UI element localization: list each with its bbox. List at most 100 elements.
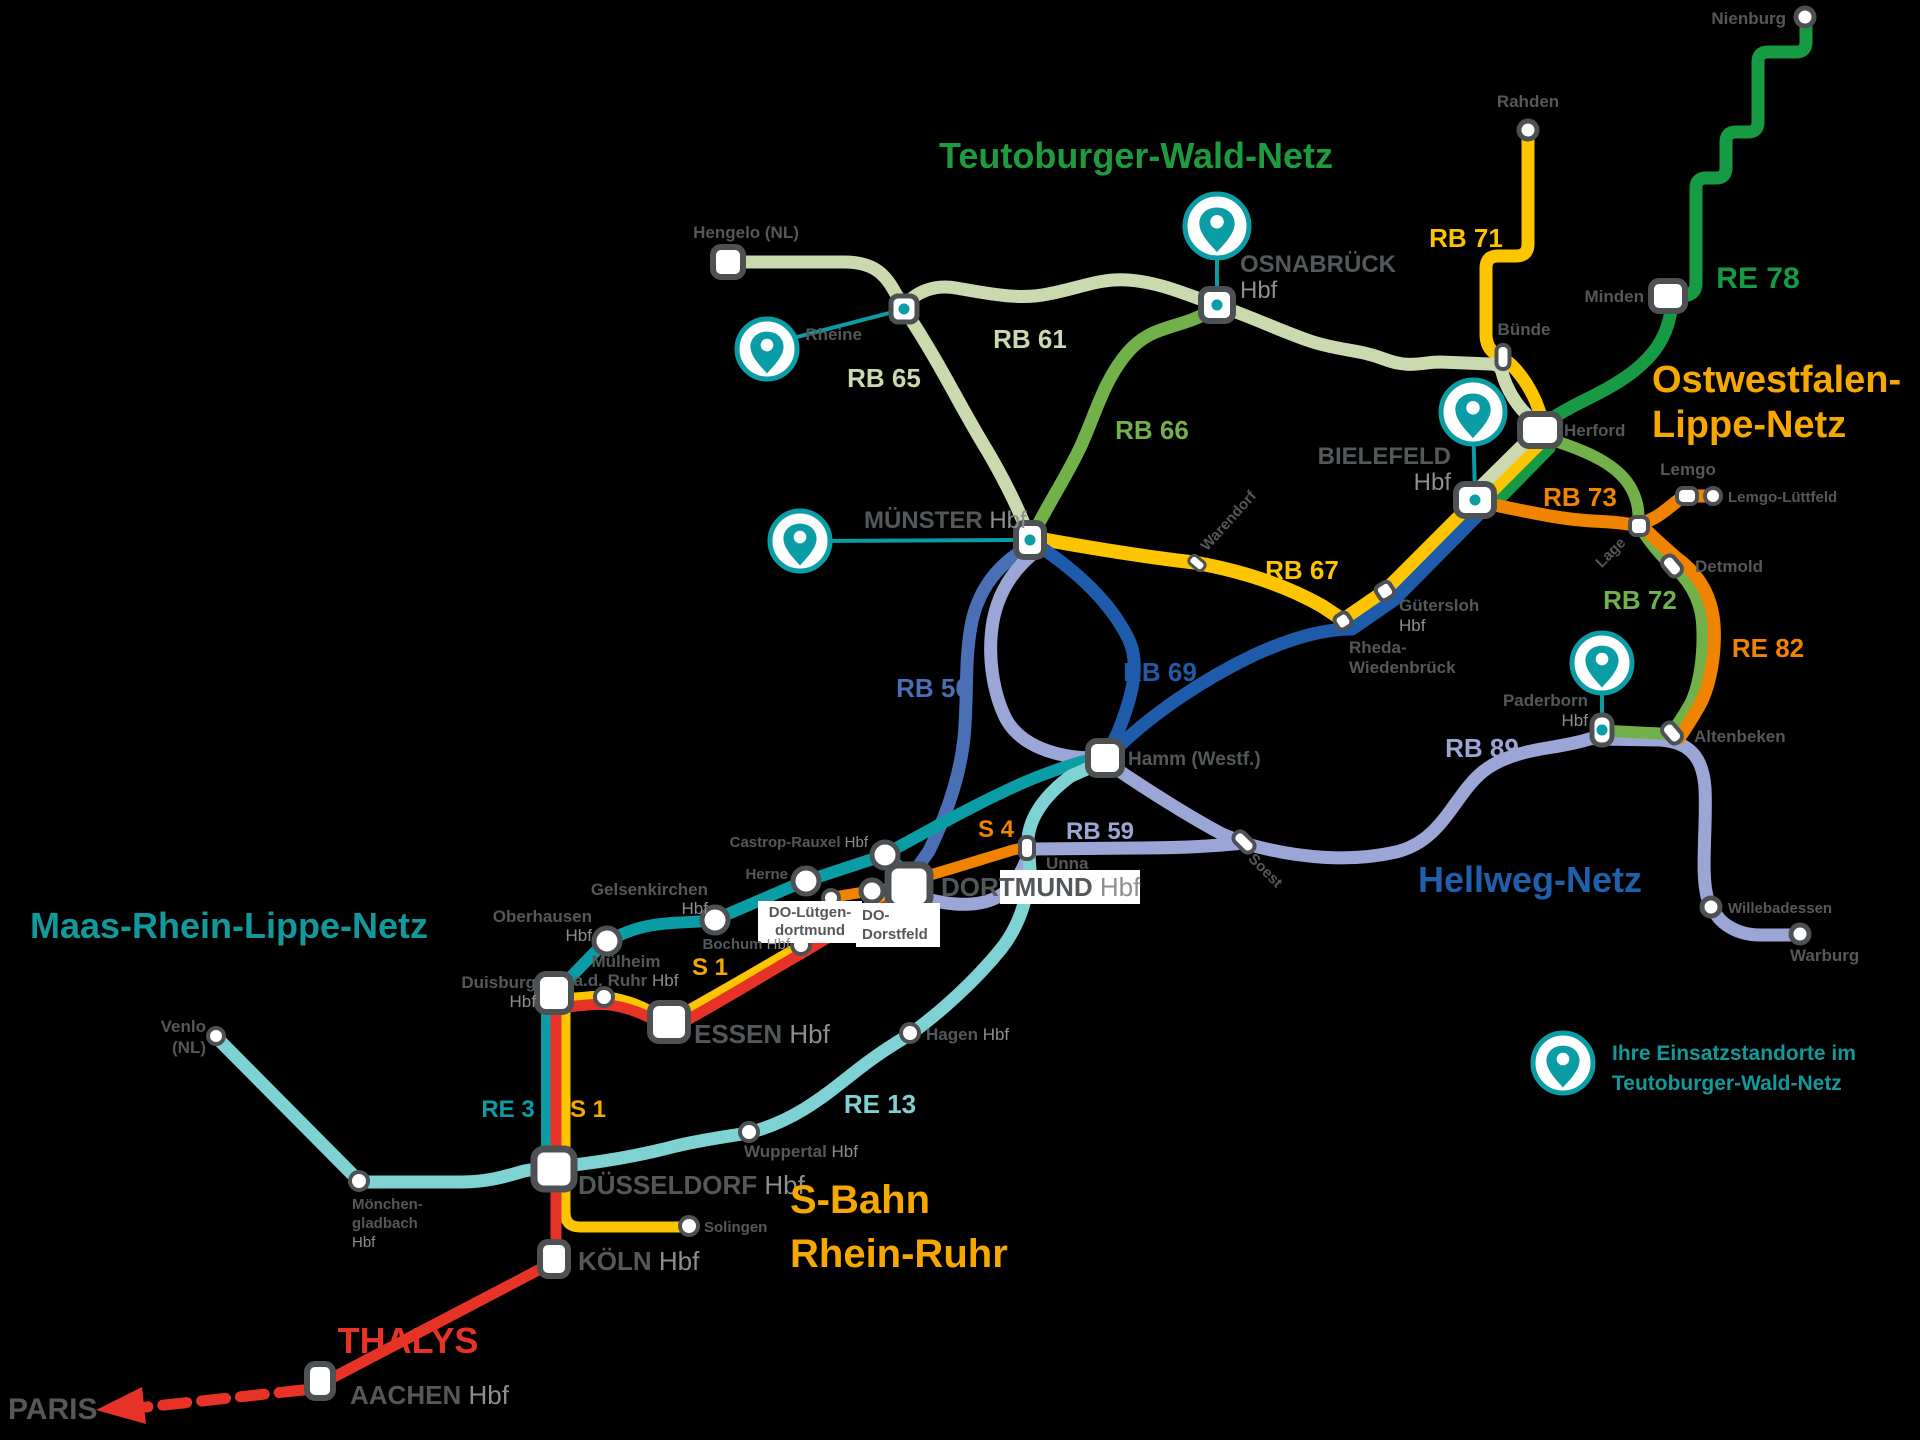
line-rb89-muenster-hamm [984, 542, 1097, 765]
station-label-rahden: Rahden [1497, 92, 1559, 111]
station-label-bochum: Bochum Hbf [702, 936, 790, 953]
station-label-solingen: Solingen [704, 1219, 767, 1236]
station-gelsenkirchen [699, 904, 731, 936]
line-rb65-rheine-muenster [899, 305, 1035, 541]
title-s-bahn-rhein-ruhr-1: S-Bahn [790, 1178, 930, 1222]
station-label-herne: Herne [745, 866, 788, 883]
station-warendorf [1187, 553, 1207, 573]
station-label-warburg: Warburg [1790, 946, 1859, 965]
station-label-do-dorstfeld-1: DO- [862, 907, 890, 924]
station-willebadessen [1699, 895, 1723, 919]
line-label-rb73: RB 73 [1543, 482, 1617, 512]
station-lage [1628, 515, 1650, 537]
line-re13-venlo-hamm [213, 757, 1105, 1189]
station-label-hagen: Hagen Hbf [926, 1025, 1009, 1044]
station-minden [1648, 278, 1688, 314]
station-aachen [304, 1361, 336, 1401]
station-unna [1018, 835, 1036, 861]
station-label-osnabrueck-1: OSNABRÜCK [1240, 251, 1397, 278]
line-rb69-muenster-hamm [1029, 537, 1141, 758]
station-label-gelsenkirchen-2: Hbf [682, 899, 709, 918]
line-label-s4: S 4 [978, 816, 1015, 843]
station-dortmund [884, 861, 934, 911]
station-label-oberhausen-1: Oberhausen [493, 907, 592, 926]
station-label-guetersloh-2: Hbf [1399, 616, 1426, 635]
station-soest [1231, 829, 1257, 855]
station-label-hamm: Hamm (Westf.) [1128, 749, 1261, 770]
line-re3-castrop-hamm [883, 752, 1103, 858]
line-label-rb59: RB 59 [1066, 818, 1134, 845]
station-venlo [206, 1026, 226, 1046]
station-label-moenchengladbach-3: Hbf [352, 1234, 376, 1251]
line-thalys-aachen-paris [140, 1384, 309, 1413]
station-dot-bielefeld [1469, 494, 1481, 506]
line-rb66-osnabrueck-muenster [1028, 301, 1221, 538]
station-dot-muenster [1024, 534, 1036, 546]
station-label-castrop-rauxel: Castrop-Rauxel Hbf [730, 834, 869, 851]
station-label-muelheim-2: a.d. Ruhr Hbf [574, 971, 679, 990]
station-label-gelsenkirchen-1: Gelsenkirchen [591, 880, 708, 899]
line-label-rb67: RB 67 [1265, 555, 1339, 585]
line-re78-nienburg-herford [1535, 19, 1813, 437]
station-dot-paderborn [1596, 724, 1608, 736]
station-nienburg [1793, 5, 1817, 29]
station-duesseldorf [530, 1145, 578, 1193]
station-label-lemgo: Lemgo [1660, 460, 1716, 479]
station-label-herford: Herford [1564, 421, 1625, 440]
station-dot-osnabrueck [1211, 299, 1223, 311]
line-label-re78: RE 78 [1716, 262, 1799, 295]
station-label-rheine: Rheine [805, 325, 862, 344]
pin-muenster-marker-hole [793, 530, 807, 544]
station-label-minden: Minden [1585, 287, 1645, 306]
station-label-warendorf: Warendorf [1197, 487, 1260, 554]
line-label-rb65: RB 65 [847, 363, 921, 393]
station-label-wuppertal: Wuppertal Hbf [744, 1142, 858, 1161]
station-label-rheda-2: Wiedenbrück [1349, 658, 1456, 677]
station-herford [1517, 411, 1563, 449]
line-label-rb72: RB 72 [1603, 585, 1677, 615]
station-label-unna: Unna [1046, 854, 1089, 873]
station-label-dortmund: DORTMUND Hbf [941, 872, 1141, 902]
line-rb71-rahden-herford [1479, 129, 1551, 431]
title-thalys: THALYS [338, 1320, 479, 1361]
pin-bielefeld-marker-hole [1466, 401, 1480, 415]
pin-paderborn-marker-hole [1595, 652, 1609, 666]
line-s1-duesseldorf-solingen [559, 1182, 687, 1233]
station-moenchengladbach [348, 1170, 370, 1192]
title-teutoburger-wald-netz: Teutoburger-Wald-Netz [939, 135, 1333, 176]
station-label-buende: Bünde [1498, 320, 1551, 339]
station-label-duisburg-2: Hbf [510, 992, 537, 1011]
station-label-moenchengladbach-2: gladbach [352, 1215, 418, 1232]
station-altenbeken [1660, 720, 1684, 746]
station-muelheim [593, 986, 615, 1008]
line-label-re13: RE 13 [844, 1089, 916, 1119]
line-label-rb71: RB 71 [1429, 223, 1503, 253]
station-essen [647, 1000, 691, 1044]
title-legend-text-2: Teutoburger-Wald-Netz [1612, 1072, 1842, 1095]
station-lemgo-luettfeld [1703, 486, 1723, 506]
station-label-bielefeld-1: BIELEFELD [1318, 443, 1451, 470]
station-oberhausen [591, 925, 623, 957]
station-hengelo [710, 244, 746, 280]
line-rb50-muenster-dortmund [908, 540, 1035, 878]
station-lemgo [1675, 486, 1699, 506]
pin-bielefeld-marker-icon [1455, 393, 1491, 439]
station-label-muelheim-1: Mülheim [592, 952, 661, 971]
station-label-willebadessen: Willebadessen [1728, 900, 1832, 917]
station-detmold [1660, 553, 1684, 579]
station-label-venlo-1: Venlo [161, 1017, 206, 1036]
line-label-rb69: RB 69 [1123, 657, 1197, 687]
pin-rheine-marker-hole [760, 338, 774, 352]
station-label-osnabrueck-2: Hbf [1240, 277, 1278, 304]
station-label-duisburg-1: Duisburg [461, 973, 536, 992]
station-label-bielefeld-2: Hbf [1414, 469, 1452, 496]
paris-arrow-head [96, 1387, 146, 1424]
station-koeln [537, 1239, 571, 1279]
pin-legend-marker-hole [1556, 1052, 1570, 1066]
station-label-aachen: AACHEN Hbf [350, 1380, 510, 1410]
line-label-rb66: RB 66 [1115, 415, 1189, 445]
pin-osnabrueck-marker-icon [1199, 207, 1235, 253]
line-thalys-koeln-aachen [328, 1260, 552, 1383]
station-label-altenbeken: Altenbeken [1694, 727, 1786, 746]
